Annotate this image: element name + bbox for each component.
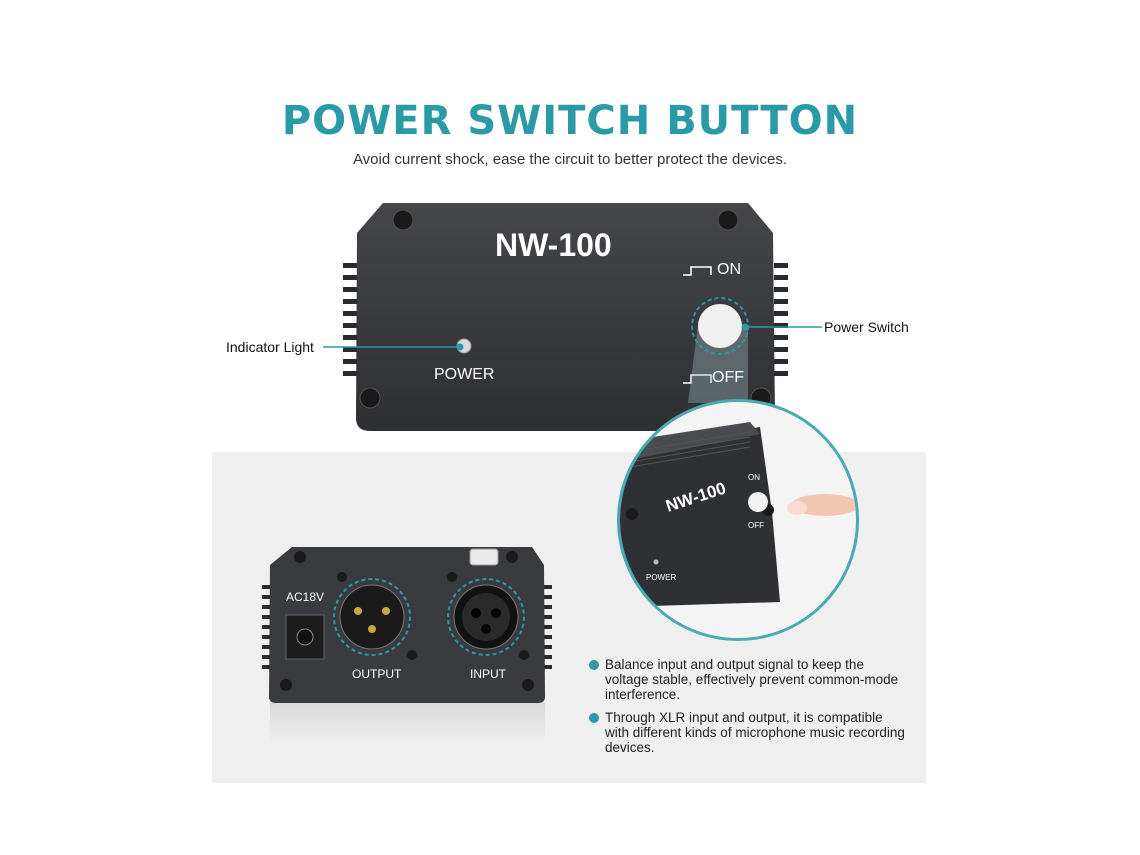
ac-input-label: AC18V [286,590,325,604]
feature-list: Balance input and output signal to keep … [589,657,909,763]
zoom-device-shape: NW-100 ON OFF POWER [620,422,856,607]
feature-item: Balance input and output signal to keep … [589,657,909,702]
back-body-shape [262,547,552,703]
page-subtitle: Avoid current shock, ease the circuit to… [352,151,788,168]
device-reflection [270,703,545,743]
on-label: ON [717,261,741,278]
indicator-light-callout: Indicator Light [226,339,314,355]
bullet-dot-icon [589,660,599,670]
power-switch-leader-line [741,323,822,331]
feature-text: Balance input and output signal to keep … [605,657,899,702]
device-body-shape [343,203,788,431]
indicator-light-leader-line [323,343,464,351]
back-panel-device: AC18V OUTPUT INPUT [262,545,552,703]
front-panel-device: NW-100 POWER ON OFF [343,193,788,431]
off-label: OFF [712,369,744,386]
feature-item: Through XLR input and output, it is comp… [589,710,909,755]
output-label: OUTPUT [352,667,402,681]
zoom-power-label: POWER [646,573,676,582]
power-switch-callout: Power Switch [824,319,909,335]
zoom-on-label: ON [748,473,760,482]
model-label: NW-100 [495,227,612,263]
bullet-dot-icon [589,713,599,723]
page-title: POWER SWITCH BUTTON [281,98,859,144]
zoom-off-label: OFF [748,521,764,530]
feature-text: Through XLR input and output, it is comp… [605,710,905,755]
input-label: INPUT [470,667,506,681]
zoom-detail-circle: NW-100 ON OFF POWER [617,399,859,641]
power-label: POWER [434,366,495,383]
